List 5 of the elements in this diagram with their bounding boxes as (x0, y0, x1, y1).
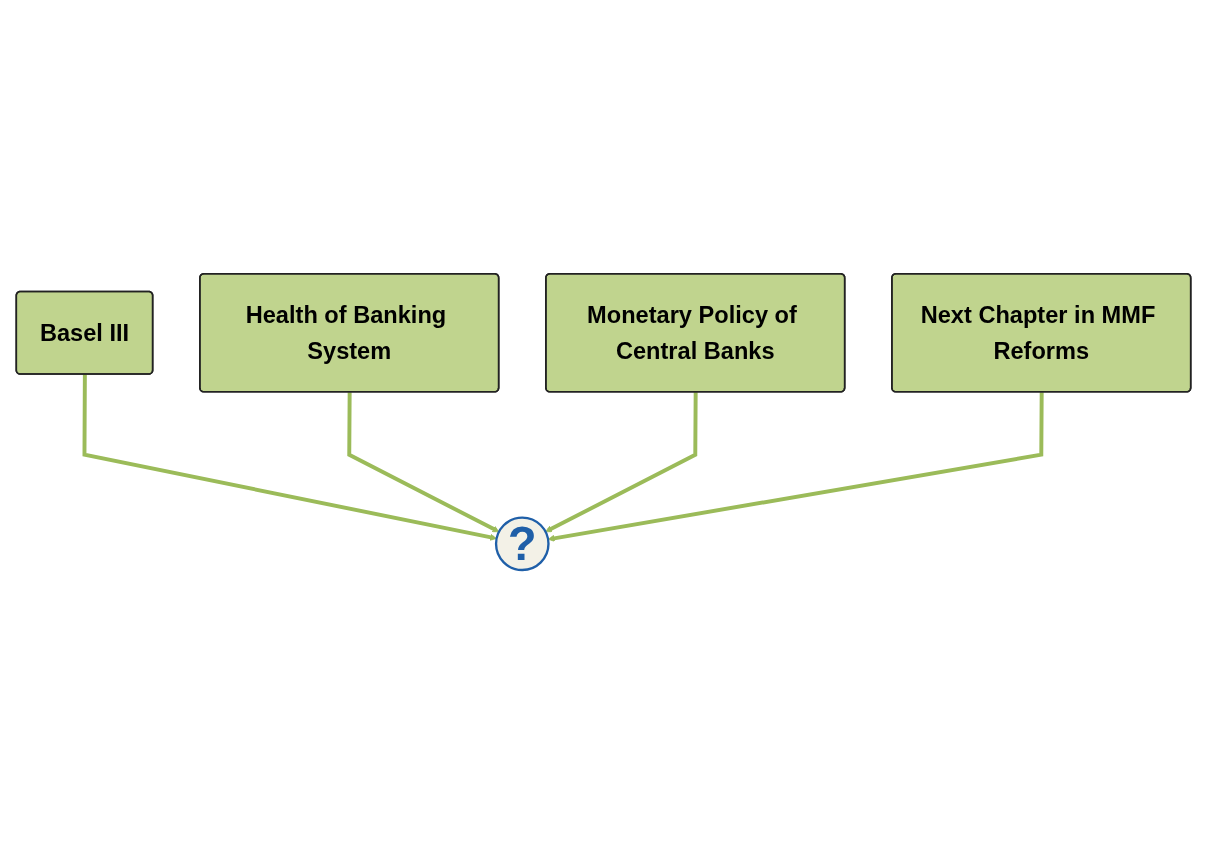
arrow (547, 392, 1044, 542)
arrow (545, 392, 698, 533)
node-circle: ? (494, 516, 550, 572)
arrow (82, 374, 497, 541)
arrow (347, 392, 500, 533)
